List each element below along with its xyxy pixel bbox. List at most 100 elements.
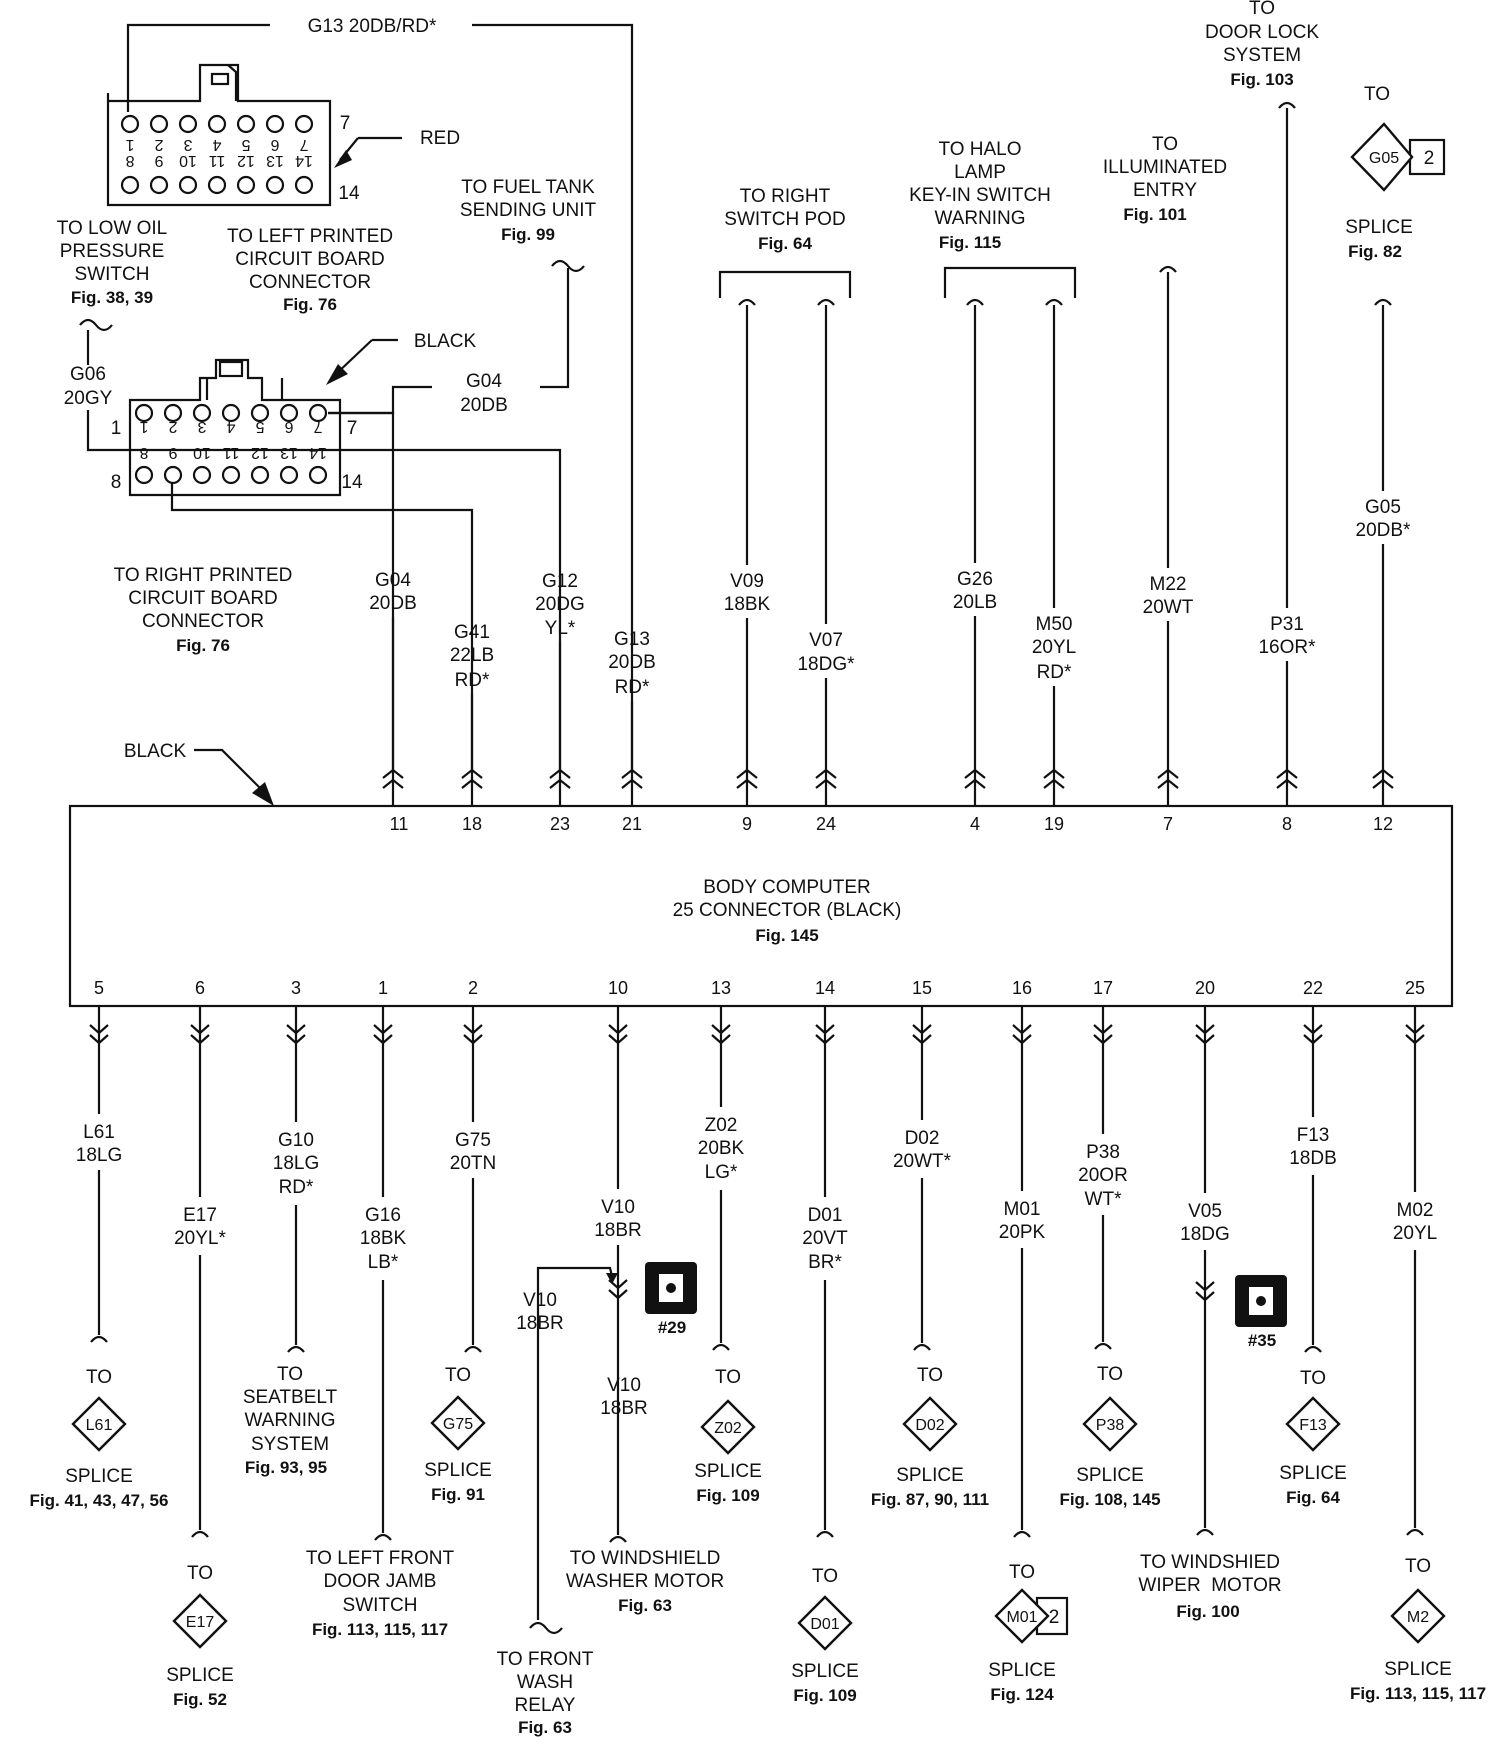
pin-number: 10 bbox=[608, 978, 628, 998]
connector-pin bbox=[236, 175, 256, 195]
connector-pin-number: 11 bbox=[223, 444, 240, 461]
connector-pin-number: 14 bbox=[295, 152, 313, 169]
connector-pin bbox=[149, 114, 169, 134]
svg-text:TO WINDSHIELD: TO WINDSHIELD bbox=[570, 1548, 721, 1569]
svg-text:Fig. 108, 145: Fig. 108, 145 bbox=[1059, 1490, 1160, 1509]
svg-text:Fig. 145: Fig. 145 bbox=[755, 926, 818, 945]
red-pin-14-label: 14 bbox=[338, 183, 360, 204]
wire-lower-segment bbox=[1013, 1248, 1031, 1538]
svg-text:F13: F13 bbox=[1299, 1417, 1327, 1434]
svg-text:Fig. 38, 39: Fig. 38, 39 bbox=[71, 288, 153, 307]
connector-pin-number: 5 bbox=[255, 418, 264, 435]
connector-pin-number: 7 bbox=[299, 136, 308, 153]
svg-text:SPLICE: SPLICE bbox=[896, 1465, 964, 1486]
splice-icon bbox=[700, 1399, 756, 1455]
svg-text:Fig. 113, 115, 117: Fig. 113, 115, 117 bbox=[1350, 1684, 1486, 1703]
body-computer-title: BODY COMPUTER 25 CONNECTOR (BLACK) Fig. … bbox=[673, 877, 902, 945]
svg-text:18DG: 18DG bbox=[1180, 1224, 1230, 1245]
svg-text:TO: TO bbox=[1009, 1562, 1035, 1583]
connector-pin bbox=[120, 114, 140, 134]
svg-text:SYSTEM: SYSTEM bbox=[251, 1434, 329, 1455]
black-body-arrow-icon bbox=[252, 782, 274, 806]
svg-text:18DB: 18DB bbox=[1289, 1148, 1337, 1169]
pin-number: 23 bbox=[550, 814, 570, 834]
pin-number: 20 bbox=[1195, 978, 1215, 998]
splice-icon bbox=[902, 1396, 958, 1452]
svg-text:CIRCUIT BOARD: CIRCUIT BOARD bbox=[235, 249, 385, 270]
svg-text:TO WINDSHIED: TO WINDSHIED bbox=[1140, 1552, 1280, 1573]
connector-pin-number: 8 bbox=[125, 152, 134, 169]
halo-lamp-destination: TO HALO LAMP KEY-IN SWITCH WARNING Fig. … bbox=[909, 139, 1077, 298]
pin-number: 19 bbox=[1044, 814, 1064, 834]
left-pcb-destination: TO LEFT PRINTED CIRCUIT BOARD CONNECTOR … bbox=[227, 226, 393, 314]
pin-number: 5 bbox=[94, 978, 104, 998]
black-pin-1-label: 1 bbox=[111, 418, 122, 439]
pin-number: 6 bbox=[195, 978, 205, 998]
connector-pin-number: 11 bbox=[209, 152, 226, 169]
svg-text:D02: D02 bbox=[905, 1128, 940, 1149]
wire-lower-segment bbox=[1094, 1215, 1112, 1350]
connector-pin bbox=[192, 403, 212, 423]
svg-text:V09: V09 bbox=[730, 571, 764, 592]
svg-text:RELAY: RELAY bbox=[515, 1695, 576, 1716]
svg-text:M50: M50 bbox=[1036, 614, 1073, 635]
connector-pin-number: 4 bbox=[212, 136, 221, 153]
svg-text:TO: TO bbox=[917, 1365, 943, 1386]
svg-text:CONNECTOR: CONNECTOR bbox=[142, 611, 264, 632]
pin-number: 16 bbox=[1012, 978, 1032, 998]
pin-number: 22 bbox=[1303, 978, 1323, 998]
svg-text:SPLICE: SPLICE bbox=[791, 1661, 859, 1682]
svg-text:SPLICE: SPLICE bbox=[1345, 217, 1413, 238]
splice-icon bbox=[1285, 1396, 1341, 1452]
svg-text:20BK: 20BK bbox=[698, 1138, 745, 1159]
svg-text:20LB: 20LB bbox=[953, 592, 997, 613]
svg-text:20WT: 20WT bbox=[1143, 597, 1194, 618]
body-computer-black-label: BLACK bbox=[124, 741, 187, 762]
svg-text:V05: V05 bbox=[1188, 1201, 1222, 1222]
connector-pin bbox=[163, 403, 183, 423]
connector-pin-number: 10 bbox=[179, 152, 197, 169]
black-pin-8-label: 8 bbox=[111, 472, 122, 493]
svg-text:V10: V10 bbox=[523, 1290, 557, 1311]
g06-wire-label: G06 20GY bbox=[64, 364, 113, 409]
wire-lower-segment bbox=[712, 1190, 730, 1351]
g04-wire bbox=[328, 411, 395, 770]
svg-text:PRESSURE: PRESSURE bbox=[60, 241, 165, 262]
g05-splice-destination: TO 2 G05 SPLICE Fig. 82 bbox=[1345, 84, 1446, 261]
left-door-jamb-destination: TO LEFT FRONT DOOR JAMB SWITCH Fig. 113,… bbox=[306, 1548, 455, 1639]
svg-text:Fig. 64: Fig. 64 bbox=[758, 234, 812, 253]
svg-text:M01: M01 bbox=[1004, 1199, 1041, 1220]
connector-pin-number: 3 bbox=[183, 136, 192, 153]
wire-lower-segment bbox=[464, 1178, 482, 1353]
right-pcb-destination: TO RIGHT PRINTED CIRCUIT BOARD CONNECTOR… bbox=[114, 565, 293, 655]
svg-text:Fig. 115: Fig. 115 bbox=[939, 233, 1001, 252]
svg-text:SPLICE: SPLICE bbox=[694, 1461, 762, 1482]
svg-text:Fig. 109: Fig. 109 bbox=[696, 1486, 759, 1505]
connector-pin-number: 1 bbox=[139, 418, 148, 435]
pin-number: 14 bbox=[815, 978, 835, 998]
svg-text:TO: TO bbox=[1364, 84, 1390, 105]
svg-text:Fig. 87, 90, 111: Fig. 87, 90, 111 bbox=[871, 1490, 989, 1509]
pin-number: 7 bbox=[1163, 814, 1173, 834]
g05-splice-icon bbox=[1350, 122, 1414, 192]
svg-text:P38: P38 bbox=[1086, 1142, 1120, 1163]
svg-text:G13: G13 bbox=[614, 629, 650, 650]
pin-number: 13 bbox=[711, 978, 731, 998]
svg-text:G75: G75 bbox=[443, 1416, 473, 1433]
svg-text:M01: M01 bbox=[1006, 1609, 1037, 1626]
pin-number: 12 bbox=[1373, 814, 1393, 834]
svg-text:22LB: 22LB bbox=[450, 645, 494, 666]
svg-text:TO FUEL TANK: TO FUEL TANK bbox=[461, 177, 595, 198]
